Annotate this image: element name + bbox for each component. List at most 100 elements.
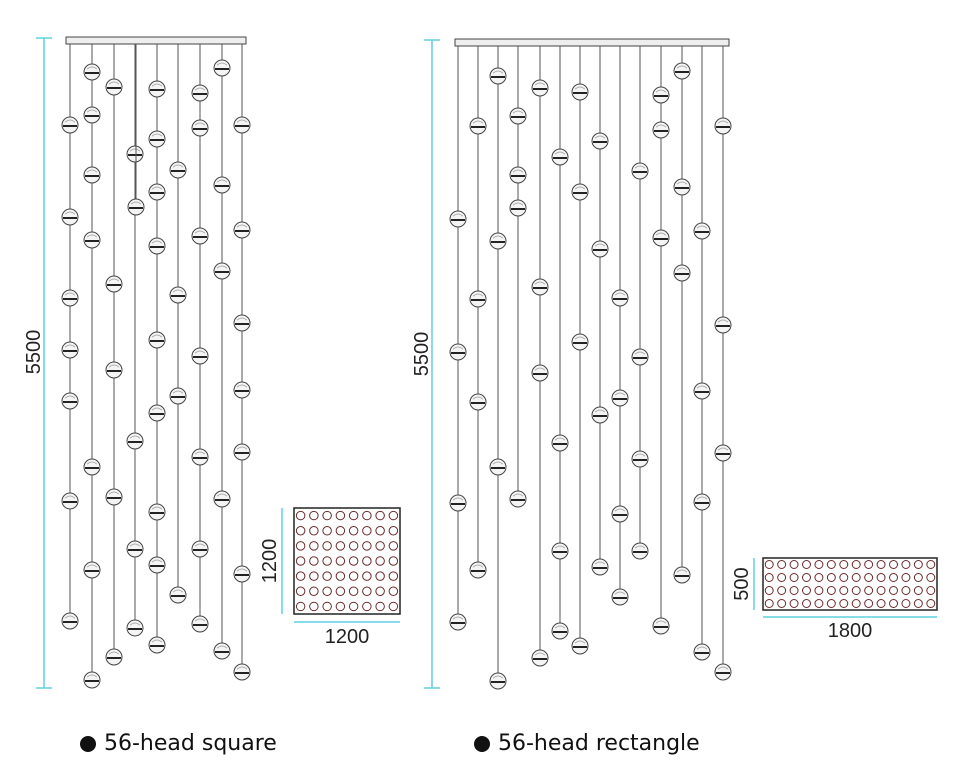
pendant-ball	[148, 237, 166, 255]
pendant-ball	[551, 542, 569, 560]
rect-plan-outline	[762, 557, 938, 611]
pendant-ball	[61, 612, 79, 630]
plan-dot	[375, 601, 385, 612]
plan-dot	[348, 556, 359, 566]
pendant-ball	[105, 275, 123, 293]
plan-dot	[322, 525, 332, 536]
plan-dot	[375, 525, 385, 536]
plan-dot	[309, 510, 319, 521]
pendant-ball	[469, 393, 487, 411]
plan-dot	[295, 541, 306, 551]
pendant-ball	[169, 387, 187, 405]
pendant-ball	[591, 240, 609, 258]
plan-dot	[309, 525, 319, 536]
rect-caption: 56-head rectangle	[474, 731, 700, 756]
plan-dot	[913, 586, 923, 595]
pendant-ball	[531, 364, 549, 382]
pendant-ball	[191, 347, 209, 365]
pendant-ball	[148, 183, 166, 201]
pendant-ball	[191, 540, 209, 558]
plan-dot	[322, 586, 332, 597]
plan-dot	[309, 541, 319, 551]
plan-dot	[335, 541, 346, 551]
rect-height-label: 5500	[411, 332, 433, 377]
plan-dot	[335, 586, 346, 597]
plan-dot	[348, 525, 359, 536]
bullet-icon	[80, 735, 96, 752]
plan-dot	[295, 510, 306, 521]
plan-dot	[295, 525, 306, 536]
pendant-ball	[83, 166, 101, 184]
plan-dot	[777, 586, 787, 595]
plan-dot	[789, 586, 799, 595]
plan-dot	[913, 560, 923, 569]
square-pendants	[61, 44, 251, 689]
pendant-ball	[213, 176, 231, 194]
pendant-ball	[61, 208, 79, 226]
pendant-ball	[551, 622, 569, 640]
plan-dot	[839, 573, 849, 582]
plan-dot	[864, 560, 874, 569]
plan-dot	[295, 586, 306, 597]
plan-dot	[335, 571, 346, 581]
pendant-ball	[83, 231, 101, 249]
pendant-ball	[611, 588, 629, 606]
plan-dot	[764, 560, 774, 569]
plan-dot	[362, 541, 372, 551]
pendant-ball	[571, 333, 589, 351]
pendant-ball	[469, 290, 487, 308]
pendant-ball	[61, 116, 79, 134]
pendant-ball	[531, 278, 549, 296]
pendant-ball	[631, 450, 649, 468]
plan-dot	[295, 556, 306, 566]
rect-caption-text: 56-head rectangle	[498, 731, 700, 756]
pendant-ball	[233, 381, 251, 399]
pendant-ball	[169, 286, 187, 304]
pendant-ball	[213, 490, 231, 508]
pendant-ball	[591, 132, 609, 150]
plan-dot	[889, 573, 898, 582]
pendant-ball	[714, 316, 732, 334]
pendant-ball	[105, 78, 123, 96]
plan-dot	[802, 586, 811, 595]
pendant-ball	[489, 672, 507, 690]
plan-dot	[362, 586, 372, 597]
pendant-ball	[714, 117, 732, 135]
plan-dot	[889, 560, 898, 569]
plan-dot	[789, 560, 799, 569]
plan-dot	[839, 586, 849, 595]
pendant-ball	[169, 161, 187, 179]
pendant-ball	[469, 561, 487, 579]
pendant-ball	[591, 406, 609, 424]
pendant-ball	[714, 663, 732, 681]
pendant-ball	[61, 392, 79, 410]
plan-dot	[335, 525, 346, 536]
plan-dot	[901, 560, 911, 569]
plan-dot	[926, 599, 936, 608]
plan-dot	[814, 560, 824, 569]
plan-dot	[362, 510, 372, 521]
pendant-ball	[148, 556, 166, 574]
pendant-ball	[693, 222, 711, 240]
pendant-ball	[83, 671, 101, 689]
plan-dot	[322, 510, 332, 521]
plan-dot	[388, 510, 399, 521]
plan-dot	[864, 586, 874, 595]
plan-dot	[309, 556, 319, 566]
pendant-ball	[233, 314, 251, 332]
pendant-ball	[191, 119, 209, 137]
pendant-ball	[233, 565, 251, 583]
pendant-ball	[148, 80, 166, 98]
square-caption-text: 56-head square	[104, 731, 277, 756]
plan-dot	[322, 541, 332, 551]
pendant-ball	[693, 493, 711, 511]
plan-dot	[913, 599, 923, 608]
pendant-ball	[571, 183, 589, 201]
plan-dot	[309, 571, 319, 581]
plan-dot	[814, 599, 824, 608]
pendant-ball	[469, 117, 487, 135]
plan-dot	[295, 571, 306, 581]
pendant-ball	[652, 121, 670, 139]
square-chandelier: 5500 1200 1200	[23, 36, 401, 689]
plan-dot	[777, 599, 787, 608]
